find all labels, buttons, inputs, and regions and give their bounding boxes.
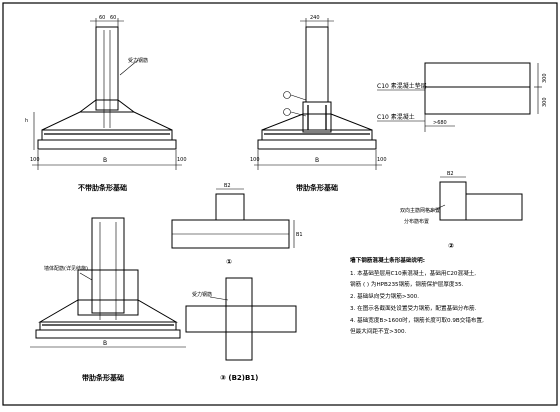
node-2-label-1: 双向主筋网格布置: [400, 207, 440, 214]
wall-rebar-label: 墙体配筋(详见结施): [44, 265, 88, 272]
node-2-tag: ②: [448, 242, 454, 250]
dim-b-2: B: [315, 157, 319, 164]
caption-no-rib: 不带肋条形基础: [78, 183, 127, 192]
dim-300-a: 300: [542, 73, 548, 83]
node-3-label: 受力钢筋: [192, 291, 212, 298]
dim-100-1b: 100: [177, 157, 187, 163]
node-1-tag: ①: [226, 258, 232, 266]
section-no-rib-footing: 60 60 受力钢筋 B 100 100 h 不带肋条形基础: [25, 15, 187, 192]
caption-rib-bottom: 带肋条形基础: [82, 373, 124, 382]
sheet-border: [2, 2, 558, 406]
notes-line-3: 2. 基础纵向受力钢筋>300.: [350, 292, 419, 300]
node-2-corner: B2 双向主筋网格布置 分布筋布置 ②: [400, 171, 523, 250]
node-1-t-junction: B2 B1 ①: [171, 183, 303, 266]
notes-line-4: 3. 在图示各截面处设置受力钢筋，配置基础分布筋.: [350, 304, 477, 312]
dim-h-1: h: [25, 118, 28, 124]
dim-b2-node1: B2: [224, 183, 231, 189]
dim-b2-node2: B2: [447, 171, 454, 177]
dim-b-1: B: [103, 157, 107, 164]
dim-60-left: 60: [99, 15, 105, 21]
notes-title: 墙下钢筋混凝土条形基础说明:: [350, 256, 425, 264]
dim-b-3: B: [103, 340, 107, 347]
dim-60-right: 60: [110, 15, 116, 21]
dim-300-b: 300: [542, 97, 548, 107]
notes-line-6: 但最大间距不宜>300.: [350, 327, 407, 335]
rebar-note-1: 受力钢筋: [128, 57, 148, 64]
notes-line-2: 钢筋 ( ) 为HPB235钢筋，钢筋保护层厚度35.: [350, 280, 464, 288]
node-2-label-2: 分布筋布置: [404, 218, 429, 225]
notes-line-1: 1. 本基础垫层用C10素混凝土，基础用C20混凝土,: [350, 269, 476, 277]
dim-100-2b: 100: [377, 157, 387, 163]
dim-240-top: 240: [310, 15, 320, 21]
label-c10-top: C10 素混凝土垫层: [377, 82, 427, 90]
notes-line-5: 4. 基础宽度B>1600时，钢筋长度可取0.9B交错布置,: [350, 316, 484, 324]
label-c10-bot: C10 素混凝土: [377, 113, 415, 121]
node-3-tag: ③ (B2)B1): [220, 374, 258, 382]
section-rib-footing-bottom: 墙体配筋(详见结施) B 带肋条形基础: [30, 217, 186, 382]
dim-100-1a: 100: [30, 157, 40, 163]
dim-100-2a: 100: [250, 157, 260, 163]
node-3-cross: 受力钢筋 ③ (B2)B1): [185, 277, 297, 382]
dim-680: >680: [433, 120, 447, 126]
section-rib-footing-top: 240 B 100 100 带肋条形基础: [250, 15, 387, 192]
caption-rib-top: 带肋条形基础: [296, 183, 338, 192]
section-c10-detail: >680 C10 素混凝土垫层 C10 素混凝土 300 300: [377, 62, 548, 132]
notes-block: 墙下钢筋混凝土条形基础说明: 1. 本基础垫层用C10素混凝土，基础用C20混凝…: [350, 256, 484, 335]
dim-b1-node1: B1: [296, 232, 303, 238]
